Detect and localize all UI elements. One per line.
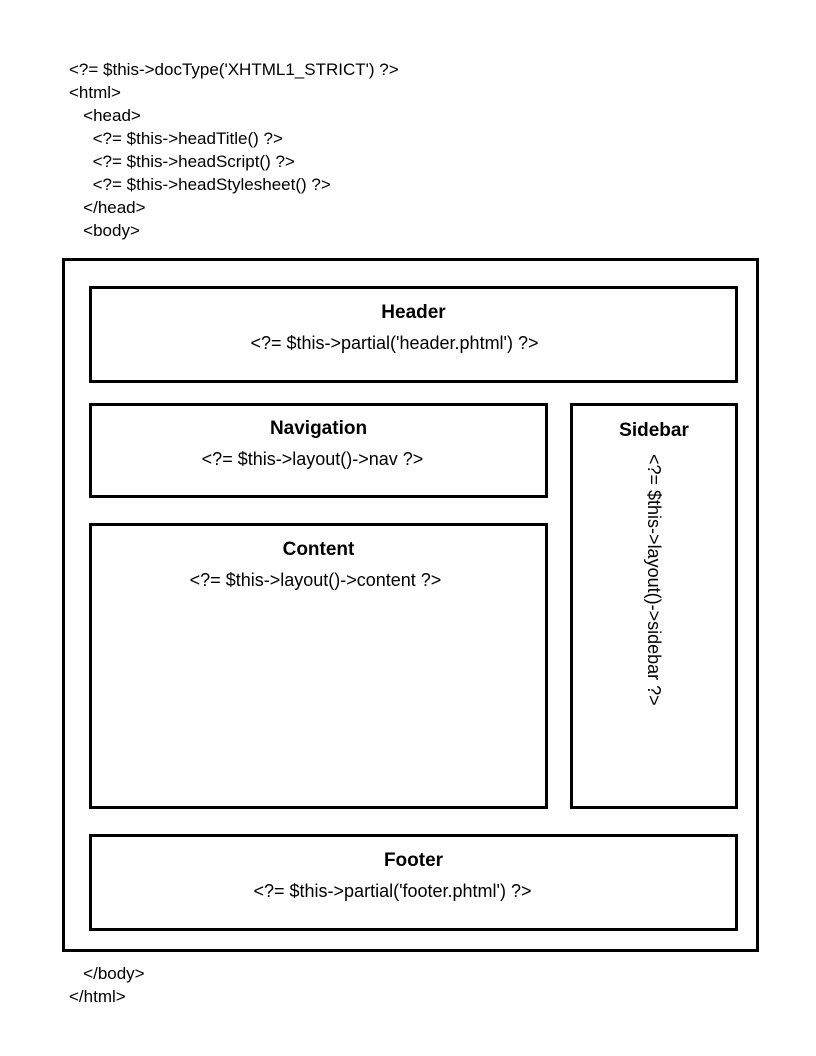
sidebar-rotated-code-wrap: <?= $this->layout()->sidebar ?>	[573, 454, 735, 804]
footer-region-title: Footer	[383, 850, 444, 871]
sidebar-region-code: <?= $this->layout()->sidebar ?>	[644, 454, 664, 706]
navigation-region-title: Navigation	[269, 418, 368, 439]
sidebar-region-title: Sidebar	[619, 420, 689, 441]
layout-region-sidebar: Sidebar <?= $this->layout()->sidebar ?>	[570, 403, 738, 809]
layout-region-navigation: Navigation <?= $this->layout()->nav ?>	[89, 403, 548, 498]
layout-region-content: Content <?= $this->layout()->content ?>	[89, 523, 548, 809]
content-region-code: <?= $this->layout()->content ?>	[189, 570, 442, 590]
layout-region-header: Header <?= $this->partial('header.phtml'…	[89, 286, 738, 383]
layout-region-footer: Footer <?= $this->partial('footer.phtml'…	[89, 834, 738, 931]
code-block-document-close: </body> </html>	[69, 964, 145, 1006]
header-region-code: <?= $this->partial('header.phtml') ?>	[250, 333, 539, 353]
navigation-region-code: <?= $this->layout()->nav ?>	[201, 449, 424, 469]
footer-region-code: <?= $this->partial('footer.phtml') ?>	[253, 881, 532, 901]
body-layout-frame: Header <?= $this->partial('header.phtml'…	[62, 258, 759, 952]
code-block-document-head: <?= $this->docType('XHTML1_STRICT') ?> <…	[69, 60, 399, 240]
header-region-title: Header	[381, 302, 446, 323]
content-region-title: Content	[282, 539, 355, 560]
